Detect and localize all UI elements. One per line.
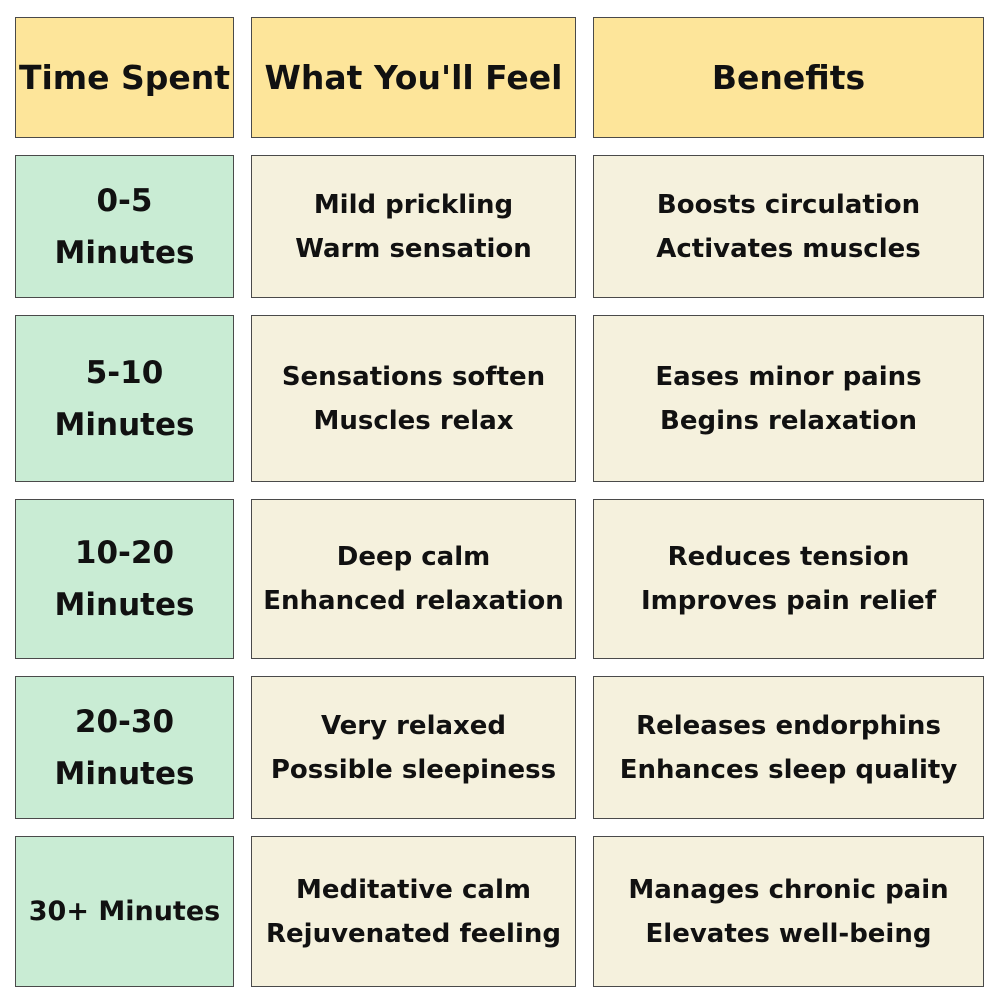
header-time-spent: Time Spent: [15, 17, 234, 138]
benefits-cell-10-20: Reduces tension Improves pain relief: [593, 499, 984, 659]
time-unit: Minutes: [54, 406, 195, 443]
feel-cell-5-10: Sensations soften Muscles relax: [251, 315, 576, 482]
feel-line: Muscles relax: [313, 405, 514, 436]
benefit-line: Boosts circulation: [656, 189, 921, 220]
time-cell-0-5: 0-5 Minutes: [15, 155, 234, 298]
time-range: 10-20: [74, 535, 175, 571]
feel-line: Possible sleepiness: [270, 754, 557, 785]
feel-line: Meditative calm: [296, 874, 531, 905]
feel-line: Enhanced relaxation: [263, 586, 564, 616]
benefit-line: Eases minor pains: [655, 361, 922, 392]
feel-line: Deep calm: [336, 542, 491, 572]
benefits-cell-5-10: Eases minor pains Begins relaxation: [593, 315, 984, 482]
benefits-cell-20-30: Releases endorphins Enhances sleep quali…: [593, 676, 984, 819]
feel-line: Rejuvenated feeling: [266, 918, 561, 949]
time-cell-30-plus: 30+ Minutes: [15, 836, 234, 987]
benefit-line: Reduces tension: [667, 542, 910, 572]
header-benefits: Benefits: [593, 17, 984, 138]
benefits-cell-0-5: Boosts circulation Activates muscles: [593, 155, 984, 298]
feel-line: Very relaxed: [320, 710, 507, 741]
feel-cell-10-20: Deep calm Enhanced relaxation: [251, 499, 576, 659]
time-range: 30+ Minutes: [28, 895, 221, 927]
benefit-line: Elevates well-being: [645, 918, 932, 949]
time-unit: Minutes: [54, 234, 195, 271]
benefit-line: Improves pain relief: [640, 586, 937, 616]
benefit-line: Activates muscles: [656, 233, 921, 264]
benefit-line: Releases endorphins: [636, 710, 941, 741]
feel-cell-0-5: Mild prickling Warm sensation: [251, 155, 576, 298]
time-range: 0-5: [96, 182, 153, 219]
time-unit: Minutes: [54, 587, 195, 623]
time-cell-20-30: 20-30 Minutes: [15, 676, 234, 819]
feel-line: Warm sensation: [295, 233, 532, 264]
time-cell-10-20: 10-20 Minutes: [15, 499, 234, 659]
header-label: What You'll Feel: [264, 58, 563, 97]
benefit-line: Enhances sleep quality: [619, 754, 958, 785]
benefit-line: Manages chronic pain: [628, 874, 949, 905]
feel-line: Sensations soften: [281, 361, 546, 392]
time-range: 20-30: [74, 703, 175, 740]
time-cell-5-10: 5-10 Minutes: [15, 315, 234, 482]
header-label: Benefits: [711, 58, 866, 97]
feel-line: Mild prickling: [313, 189, 514, 220]
benefits-cell-30-plus: Manages chronic pain Elevates well-being: [593, 836, 984, 987]
header-label: Time Spent: [18, 58, 231, 97]
benefit-line: Begins relaxation: [660, 405, 917, 436]
time-unit: Minutes: [54, 755, 195, 792]
header-what-youll-feel: What You'll Feel: [251, 17, 576, 138]
time-range: 5-10: [85, 354, 164, 391]
feel-cell-30-plus: Meditative calm Rejuvenated feeling: [251, 836, 576, 987]
feel-cell-20-30: Very relaxed Possible sleepiness: [251, 676, 576, 819]
